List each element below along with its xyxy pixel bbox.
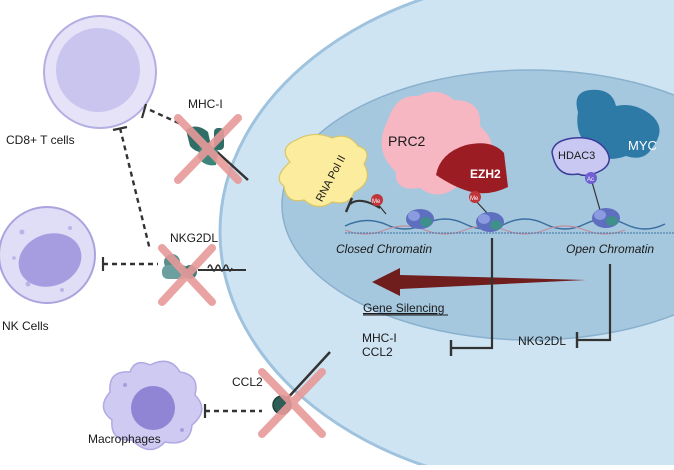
mhc1-cross [174,114,242,184]
gene-silencing-arrow [372,268,586,296]
me-tag-2: Me [469,191,489,215]
inhibit-cd8-nkg2dl [112,125,152,251]
output-mhc1-label: MHC-I [362,331,397,345]
myc-label: MYC [628,138,657,153]
svg-text:Ac: Ac [587,177,594,183]
ccl2-label: CCL2 [232,375,263,389]
mhc1-label: MHC-I [188,97,223,111]
nkg2dl-label: NKG2DL [170,231,218,245]
macrophages-label: Macrophages [88,432,161,446]
output-ccl2-label: CCL2 [362,345,393,359]
closed-chromatin-label: Closed Chromatin [336,242,432,256]
output-nkg2dl-label: NKG2DL [518,334,566,348]
cd8-label: CD8+ T cells [6,133,75,147]
nk-label: NK Cells [2,319,49,333]
rna-pol-ii [278,133,368,208]
hdac3-label: HDAC3 [558,150,595,162]
inhibit-nk-nkg2dl [101,257,158,271]
svg-text:Me: Me [372,199,381,205]
rnapol-inhibition [344,197,381,213]
cd8-t-cell [43,15,157,129]
inhibit-macro-ccl2 [203,404,262,418]
nkg2dl-cross [158,244,216,306]
svg-text:Me: Me [470,196,479,202]
gene-silencing-label: Gene Silencing [363,301,444,315]
ezh2-label: EZH2 [470,167,501,181]
macrophage-cell [102,360,203,451]
nucleosome-closed-1 [406,209,434,229]
ezh2-protein [436,143,508,194]
open-chromatin-label: Open Chromatin [566,242,654,256]
me-tag-1: Me [371,194,387,215]
ac-tag: Ac [585,172,601,211]
nk-cell [0,206,96,304]
nucleosome-closed-2 [476,212,504,232]
nucleosome-open [592,208,620,228]
inhibit-mhc1-ccl2 [449,238,494,356]
hdac3-protein [551,137,610,177]
inhibit-nkg2dl [575,264,612,348]
ccl2-cross [258,368,326,438]
prc2-label: PRC2 [388,133,426,149]
